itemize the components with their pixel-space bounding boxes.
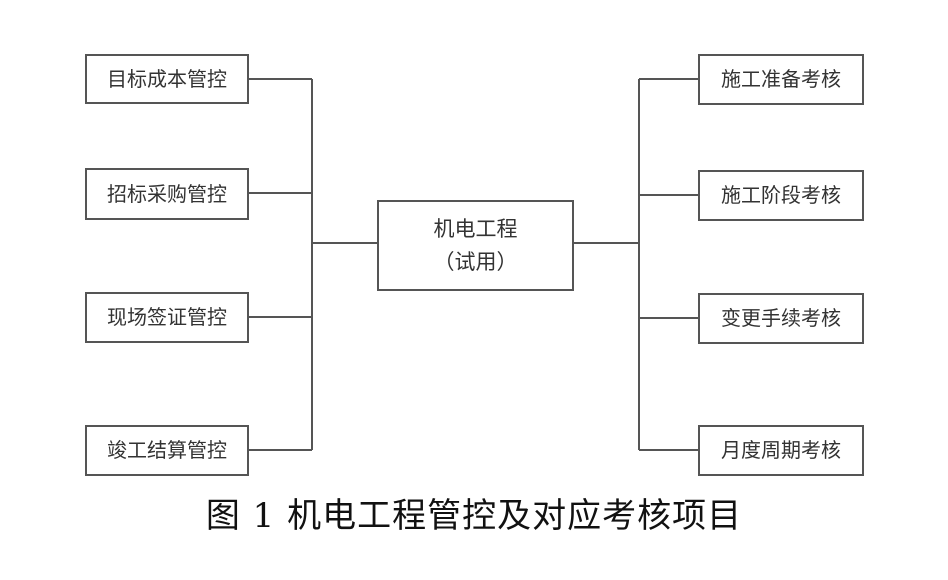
right-node-monthly-cycle: 月度周期考核 [698,425,864,476]
left-node-completion-settlement: 竣工结算管控 [85,425,249,476]
right-node-construction-prep: 施工准备考核 [698,54,864,105]
left-node-site-visa: 现场签证管控 [85,292,249,343]
right-node-construction-stage: 施工阶段考核 [698,170,864,221]
center-node: 机电工程 （试用） [377,200,574,291]
center-node-title: 机电工程 [433,216,518,241]
left-node-tender-procurement: 招标采购管控 [85,168,249,220]
center-node-subtitle: （试用） [433,249,518,274]
left-node-target-cost: 目标成本管控 [85,54,249,104]
right-node-change-procedure: 变更手续考核 [698,293,864,344]
figure-caption: 图 1 机电工程管控及对应考核项目 [205,496,743,536]
